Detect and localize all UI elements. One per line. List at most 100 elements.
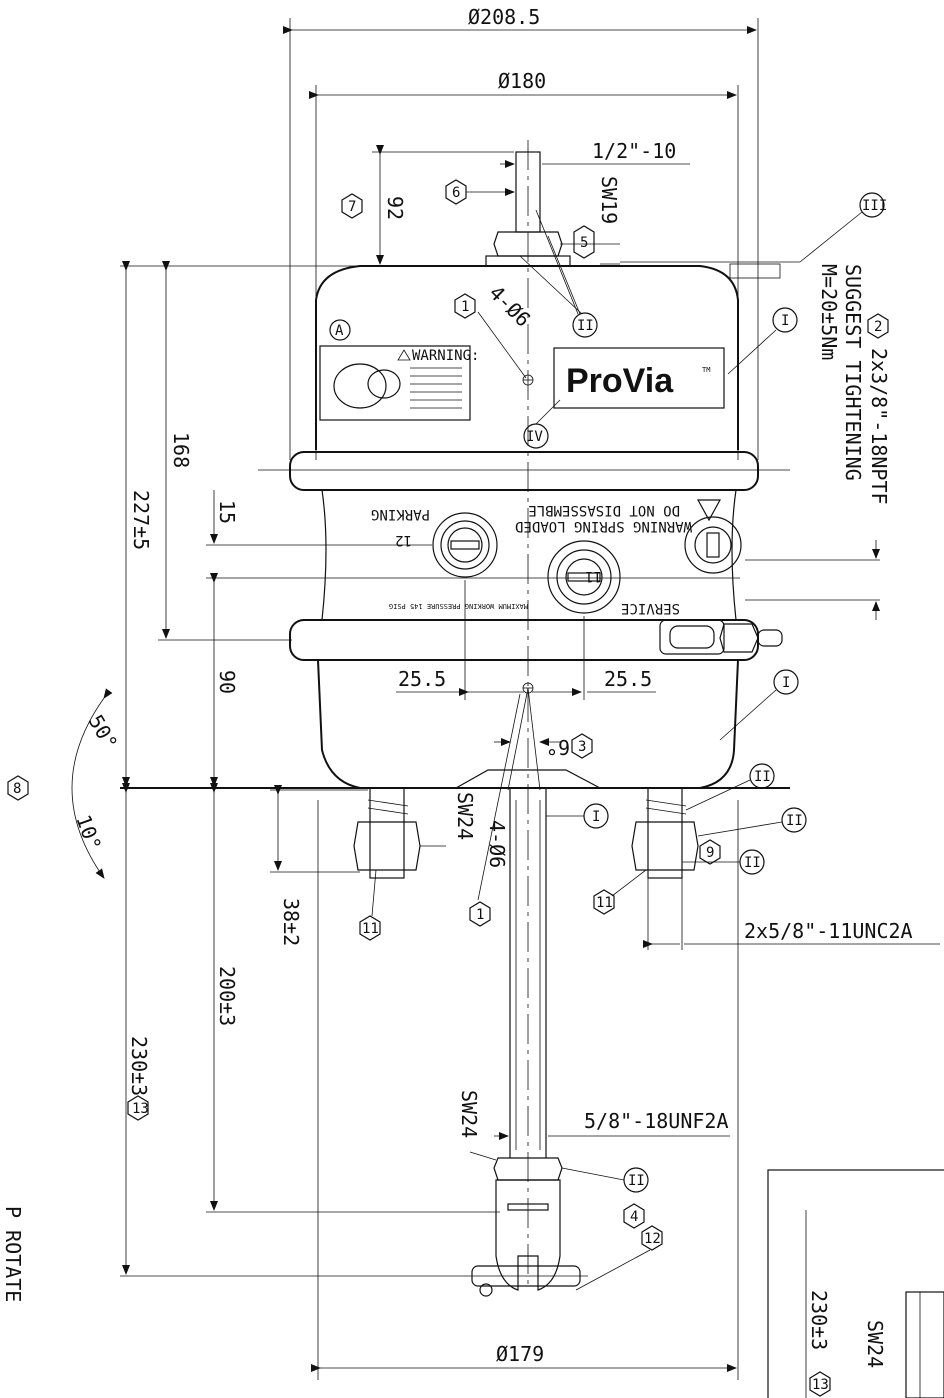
port12-label: 12	[395, 532, 412, 548]
roman-I-a: I	[781, 313, 789, 329]
port-small	[684, 516, 742, 574]
marker-group-3: 3	[571, 733, 593, 759]
marker-4: 4	[630, 1209, 638, 1225]
marker-group-11: 11 11	[359, 869, 647, 941]
rotate-label: P ROTATE	[1, 1206, 25, 1302]
marker-group-4: 4	[623, 1203, 645, 1229]
dim-168: 168	[158, 261, 292, 641]
thread-top-label: 1/2"-10	[592, 139, 676, 163]
brand-tm: TM	[702, 366, 710, 374]
h90-label: 90	[215, 670, 239, 694]
marker-1b: 1	[476, 907, 484, 923]
port-parking	[432, 512, 498, 578]
h15-label: 15	[215, 500, 239, 524]
roman-I-b: I	[782, 675, 790, 691]
h200-label: 200±3	[215, 966, 239, 1026]
top-diameter-label: Ø180	[498, 69, 546, 93]
roman-callouts: III II I IV I I II II II II	[519, 192, 887, 1193]
suggest-label: SUGGEST TIGHTENING	[841, 264, 865, 481]
marker-group-A: A	[329, 319, 351, 341]
marker-11a: 11	[362, 921, 379, 937]
marker-A: A	[335, 323, 344, 339]
roman-III: III	[862, 198, 887, 214]
port-callout: M=20±5Nm SUGGEST TIGHTENING 2x3/8"-18NPT…	[745, 264, 891, 620]
h230-label: 230±3	[127, 1036, 151, 1096]
marker-11b: 11	[596, 895, 613, 911]
marker-8: 8	[13, 781, 21, 797]
angle-50-label: 50°	[84, 711, 123, 754]
dim-thread-top: 1/2"-10 SW19	[500, 139, 690, 245]
marker-group-5: 5	[573, 225, 595, 259]
marker-group-6: 6	[445, 179, 515, 205]
roman-IV: IV	[526, 429, 543, 445]
marker-1a: 1	[461, 299, 469, 315]
angle-10-label: 10°	[71, 812, 106, 854]
dim-15: 15	[206, 490, 432, 579]
push-rod: 5/8"-18UNF2A SW24	[457, 788, 730, 1181]
holes-bottom-label: 4-Ø6	[485, 820, 509, 868]
dim-227: 227±5	[120, 261, 380, 787]
clevis	[470, 1179, 588, 1297]
roman-II-e: II	[628, 1173, 645, 1189]
marker-3: 3	[578, 739, 586, 755]
dim-90: 90	[210, 573, 239, 787]
dim-angle-arc: 50° 10° 8	[7, 688, 123, 879]
roman-II-a: II	[577, 318, 594, 334]
dim-offsets: 25.5 25.5	[396, 580, 656, 700]
dim-92: 92	[372, 145, 514, 265]
do-not-disassemble-label: DO NOT DISASSEMBLE	[528, 502, 680, 518]
sw24-left-label: SW24	[453, 792, 477, 840]
clamp-band-upper	[258, 451, 790, 491]
inset-view: 230±3 13 SW24	[767, 1169, 944, 1398]
stud-left: 38±2 SW24	[270, 785, 477, 946]
roman-I-c: I	[592, 809, 600, 825]
inset-h230-label: 230±3	[807, 1290, 831, 1350]
sw24-rod-label: SW24	[457, 1090, 481, 1138]
marker-2: 2	[874, 319, 882, 335]
torque-label: M=20±5Nm	[817, 264, 841, 360]
h38-label: 38±2	[279, 898, 303, 946]
holes-callout-bottom: 4-Ø6 1	[469, 693, 521, 927]
service-label: SERVICE	[621, 600, 680, 616]
marker-7: 7	[348, 199, 356, 215]
port11-label: 11	[585, 568, 602, 584]
h168-label: 168	[169, 432, 193, 468]
marker-group-7: 7	[341, 193, 363, 219]
thread-rod-label: 5/8"-18UNF2A	[584, 1109, 729, 1133]
warning-title: WARNING:	[412, 348, 479, 364]
h227-label: 227±5	[129, 490, 153, 550]
upper-housing: WARNING: ProVia TM	[315, 265, 739, 450]
stud-thread-label: 2x5/8"-11UNC2A	[744, 919, 913, 943]
marker-13b: 13	[812, 1377, 829, 1393]
max-pressure-label: MAXIMUM WORKING PRESSURE 145 PSIG	[389, 602, 528, 610]
dim-230: 230±3 13	[120, 783, 470, 1277]
stud-right: 2x5/8"-11UNC2A	[631, 787, 940, 950]
middle-section: PARKING 12 MAXIMUM WORKING PRESSURE 145 …	[316, 489, 740, 621]
inset-sw24-label: SW24	[863, 1320, 887, 1368]
roman-II-d: II	[744, 855, 761, 871]
marker-9: 9	[706, 845, 714, 861]
bottom-diameter-label: Ø179	[496, 1342, 544, 1366]
marker-6: 6	[452, 185, 460, 201]
warning-spring-label: WARNING SPRING LOADED	[515, 518, 692, 534]
dim-200: 200±3	[206, 783, 500, 1213]
marker-12: 12	[644, 1231, 661, 1247]
marker-group-9: 9	[699, 839, 721, 865]
dim-angle-6: 6°	[494, 687, 570, 791]
clamp-band-lower	[289, 619, 783, 661]
angle-6-label: 6°	[546, 735, 570, 759]
offset-left-label: 25.5	[398, 667, 446, 691]
marker-group-12: 12	[575, 1225, 663, 1291]
dim-top-diameter: Ø180	[309, 69, 739, 460]
h92-label: 92	[383, 196, 407, 220]
marker-13: 13	[132, 1101, 149, 1117]
port-service	[547, 540, 621, 614]
offset-right-label: 25.5	[604, 667, 652, 691]
outer-diameter-label: Ø208.5	[468, 5, 540, 29]
port-thread-label: 2x3/8"-18NPTF	[867, 348, 891, 505]
roman-II-b: II	[754, 769, 771, 785]
sw19-label: SW19	[597, 176, 621, 224]
marker-5: 5	[580, 235, 588, 251]
parking-label: PARKING	[371, 506, 430, 522]
